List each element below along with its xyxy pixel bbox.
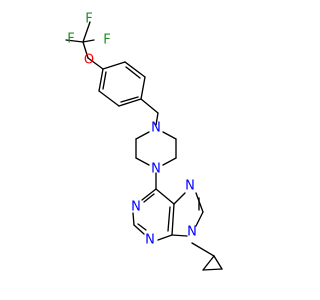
atom-label-n-pip1: N [151, 121, 161, 136]
bond-pip-1 [162, 131, 177, 140]
bond-benzene-1 [102, 61, 126, 70]
bond-benzene-2 [124, 61, 146, 78]
bond-c4-c5-inner [167, 206, 171, 232]
atom-label-o1: O [84, 53, 94, 68]
bond-aryl-ch2 [140, 98, 159, 114]
bond-n3-c4 [157, 234, 173, 241]
trifluoromethoxy-group [65, 21, 104, 70]
bond-cf3-o [82, 41, 89, 59]
bond-benzene-6 [98, 68, 104, 92]
bond-o-aryl [87, 57, 104, 70]
bond-c5-n7 [173, 192, 186, 205]
bond-c4-c5 [171, 203, 175, 236]
atom-label-n3: N [145, 233, 155, 248]
bond-cp-1 [202, 255, 215, 271]
piperazine-ring [135, 131, 177, 166]
benzene-ring [98, 61, 146, 107]
bond-cp-2 [202, 268, 223, 271]
bond-c2-n3-inner [137, 223, 147, 231]
bond-ch2-n [155, 112, 159, 126]
bond-c8-n9 [195, 211, 204, 227]
bond-pip-6 [135, 131, 150, 140]
bond-benzene-5 [98, 90, 120, 107]
atom-label-n1: N [131, 200, 141, 215]
structure-canvas: F F F O N N N N N N [65, 11, 223, 271]
bond-benzene-inner-b [120, 96, 139, 103]
atom-label-n-pip4: N [151, 162, 161, 177]
bond-n9-cyclopropyl [191, 242, 215, 257]
bond-n9-c4 [171, 234, 188, 237]
bond-pip-3 [162, 157, 177, 166]
bond-n1-c2 [132, 212, 135, 226]
atom-label-n7: N [185, 179, 195, 194]
purine-core [132, 188, 204, 241]
bond-c6-n1-inner [143, 193, 155, 203]
bond-c2-n3 [133, 224, 145, 235]
cyclopropyl-group [191, 242, 223, 271]
bond-pip-4 [135, 157, 150, 166]
bond-cf3-f2 [82, 21, 91, 43]
bond-c5-c6 [155, 188, 175, 205]
atom-label-f2: F [85, 12, 92, 27]
atom-labels: F F F O N N N N N N [67, 12, 197, 248]
bond-benzene-inner-c [102, 71, 107, 90]
bond-cp-3 [213, 255, 223, 270]
bond-c6-n1 [141, 188, 157, 201]
bond-cf3-f3 [82, 39, 95, 43]
bond-benzene-inner-a [125, 66, 141, 79]
bond-benzene-3 [140, 76, 146, 100]
molecule-drawing: F F F O N N N N N N [65, 12, 223, 271]
bond-cf3-f1 [65, 39, 84, 43]
atom-label-f1: F [67, 32, 74, 47]
atom-label-f3: F [103, 33, 110, 48]
bond-benzene-4 [118, 98, 142, 107]
atom-label-n9: N [187, 225, 197, 240]
